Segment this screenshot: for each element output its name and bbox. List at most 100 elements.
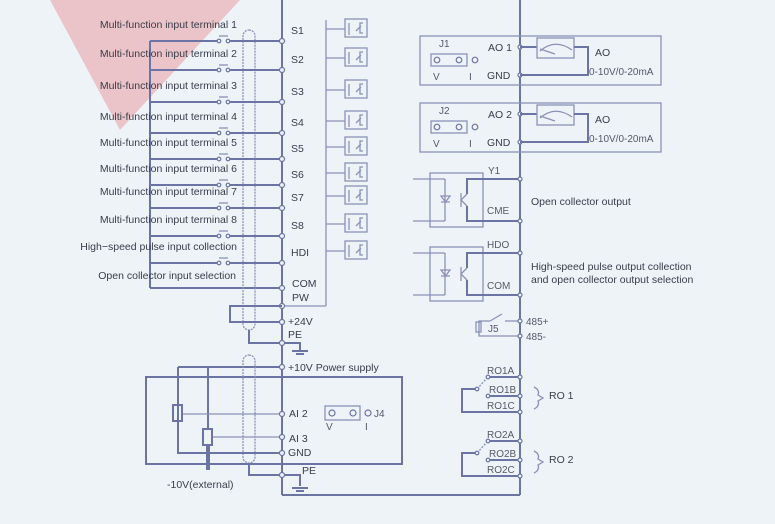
jumper-icon[interactable] [430, 120, 468, 134]
cme-label: CME [487, 206, 510, 217]
output-optocoupler-2 [413, 246, 523, 302]
opto-outputs [413, 172, 523, 302]
oc-output-label: Open collector output [531, 196, 631, 208]
optocoupler-icon [344, 79, 368, 99]
ao-frame [419, 102, 662, 153]
ai2-terminal[interactable] [278, 410, 286, 418]
opto-transistor [355, 114, 363, 126]
terminal-s7[interactable] [278, 204, 286, 212]
switch-contact [225, 205, 231, 211]
jumper-pin [471, 123, 479, 131]
relay-b-label: RO2B [489, 449, 517, 460]
terminal-s4[interactable] [278, 129, 286, 137]
jumper-pin [433, 56, 441, 64]
terminal-s6[interactable] [278, 181, 286, 189]
contact [485, 438, 491, 444]
10v-terminal[interactable] [278, 363, 286, 371]
pe2-line [248, 463, 301, 486]
v-label: V [433, 72, 440, 83]
24v-terminal[interactable] [278, 318, 286, 326]
pe-terminal[interactable] [278, 339, 286, 347]
gnd-label: GND [288, 447, 312, 459]
relay-c-label: RO2C [487, 465, 515, 476]
jumper-pin [471, 56, 479, 64]
ao-terminal-label: AO 2 [488, 109, 512, 121]
switch-contact [216, 99, 222, 105]
terminal[interactable] [517, 250, 523, 256]
opto-transistor [355, 166, 363, 178]
switch-contact [225, 182, 231, 188]
terminal[interactable] [517, 393, 523, 399]
terminal[interactable] [517, 176, 523, 182]
potentiometer-2-icon [202, 428, 213, 446]
com-terminal[interactable] [278, 284, 286, 292]
terminal-s2[interactable] [278, 66, 286, 74]
jumper-pin [433, 123, 441, 131]
ai3-terminal[interactable] [278, 433, 286, 441]
switch-contact [225, 130, 231, 136]
relay-a-label: RO1A [487, 366, 515, 377]
terminal[interactable] [517, 218, 523, 224]
brace-icon [533, 450, 545, 474]
terminal[interactable] [517, 292, 523, 298]
pe2-terminal[interactable] [278, 471, 286, 479]
optocoupler-icon [344, 185, 368, 205]
terminal-label: S6 [291, 169, 304, 181]
terminal[interactable] [517, 438, 523, 444]
relay-c-label: RO1C [487, 401, 515, 412]
485p-terminal[interactable] [517, 318, 523, 324]
v-label: V [433, 139, 440, 150]
terminal[interactable] [517, 473, 523, 479]
ao-name: AO [595, 47, 610, 59]
switch-contact [225, 260, 231, 266]
terminal[interactable] [517, 374, 523, 380]
shield-cable-bottom [242, 354, 256, 464]
shield-cable-top [242, 29, 256, 331]
watermark-shape [50, 0, 240, 130]
terminal-s3[interactable] [278, 98, 286, 106]
wire [520, 113, 589, 143]
led-icon [439, 195, 452, 204]
optocoupler-icon [344, 47, 368, 67]
485m-terminal[interactable] [517, 333, 523, 339]
terminal[interactable] [517, 457, 523, 463]
transistor-icon [460, 193, 468, 207]
wire [461, 388, 520, 413]
input-row-6: Multi-function input terminal 6 S6 [100, 162, 368, 189]
j4-jumper[interactable] [324, 405, 372, 421]
jumper-icon[interactable] [430, 53, 468, 67]
input-label: Multi-function input terminal 4 [100, 111, 237, 123]
terminal-hdi[interactable] [278, 259, 286, 267]
terminal-s8[interactable] [278, 232, 286, 240]
meter-needle [539, 43, 573, 55]
i-label: I [469, 139, 472, 150]
24v-label: +24V [288, 316, 313, 328]
relay-contact-icon [476, 440, 489, 454]
terminal-label: S7 [291, 192, 304, 204]
opto-transistor [355, 22, 363, 34]
j5-label[interactable]: J5 [488, 324, 499, 335]
terminal-s5[interactable] [278, 155, 286, 163]
contact [474, 450, 480, 456]
ai3-label: AI 3 [289, 433, 308, 445]
potentiometer-1-icon [172, 404, 183, 422]
gnd-terminal[interactable] [278, 449, 286, 457]
jumper-pin [455, 56, 463, 64]
terminal[interactable] [517, 409, 523, 415]
relay-b-label: RO1B [489, 385, 517, 396]
output-optocoupler-1 [413, 172, 523, 228]
input-label: Multi-function input terminal 6 [100, 163, 237, 175]
wire [520, 46, 589, 76]
switch-contact [225, 38, 231, 44]
terminal-label: S4 [291, 117, 304, 129]
terminal-s1[interactable] [278, 37, 286, 45]
